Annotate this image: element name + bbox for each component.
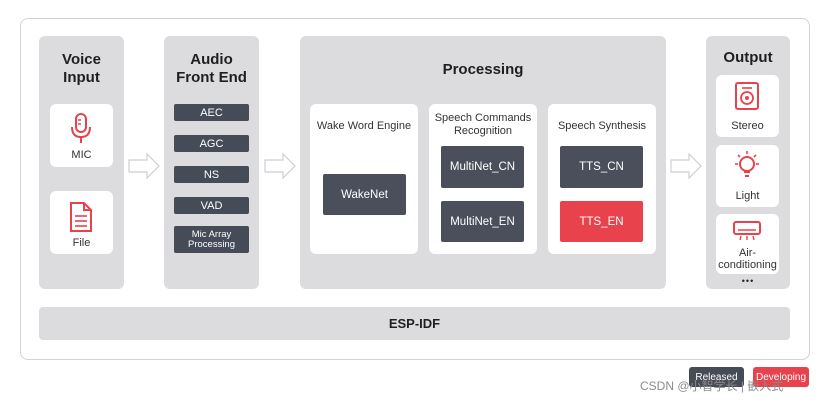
flow-arrow-icon [128,153,160,179]
esp-idf-bar: ESP-IDF [39,307,790,340]
aec-chip: AEC [174,104,249,121]
wake-word-title: Wake Word Engine [316,120,412,132]
air-conditioning-card: Air- conditioning [716,214,779,274]
vad-chip: VAD [174,197,249,214]
mic-label: MIC [71,149,92,161]
file-card: File [50,191,113,254]
mic-array-chip: Mic Array Processing [174,226,249,253]
output-panel: Output Stereo Light [706,36,790,289]
watermark: CSDN @小智学长 | 嵌入式 [640,379,784,393]
multinet-en-box: MultiNet_EN [441,201,524,242]
microphone-icon [71,113,91,143]
light-bulb-icon [735,151,759,177]
speech-synthesis-title: Speech Synthesis [557,120,647,132]
flow-arrow-icon [670,153,702,179]
output-title: Output [723,49,773,66]
stereo-label: Stereo [731,120,764,132]
stereo-card: Stereo [716,75,779,137]
wake-word-card: Wake Word Engine WakeNet [310,104,418,254]
wakenet-box: WakeNet [323,174,406,215]
mic-card: MIC [50,104,113,167]
legend-developing: Developing [753,367,809,387]
speech-commands-title: Speech Commands Recognition [434,112,532,137]
audio-front-end-panel: Audio Front End AEC AGC NS VAD Mic Array… [164,36,259,289]
file-label: File [72,237,91,249]
voice-input-title: Voice Input [62,51,101,86]
audio-front-end-title: Audio Front End [176,51,247,86]
light-card: Light [716,145,779,207]
legend-released: Released [689,367,744,387]
speech-commands-card: Speech Commands Recognition MultiNet_CN … [429,104,537,254]
speaker-icon [735,82,759,110]
processing-title: Processing [442,61,524,78]
flow-arrow-icon [264,153,296,179]
tts-en-box: TTS_EN [560,201,643,242]
multinet-cn-box: MultiNet_CN [441,146,524,188]
more-indicator: ••• [741,276,755,286]
ns-chip: NS [174,166,249,183]
speech-synthesis-card: Speech Synthesis TTS_CN TTS_EN [548,104,656,254]
tts-cn-box: TTS_CN [560,146,643,188]
processing-panel: Processing Wake Word Engine WakeNet Spee… [300,36,666,289]
agc-chip: AGC [174,135,249,152]
air-conditioner-icon [733,221,761,241]
air-conditioning-label: Air- conditioning [718,247,777,271]
voice-input-panel: Voice Input MIC File [39,36,124,289]
light-label: Light [735,190,760,202]
file-icon [70,202,92,232]
